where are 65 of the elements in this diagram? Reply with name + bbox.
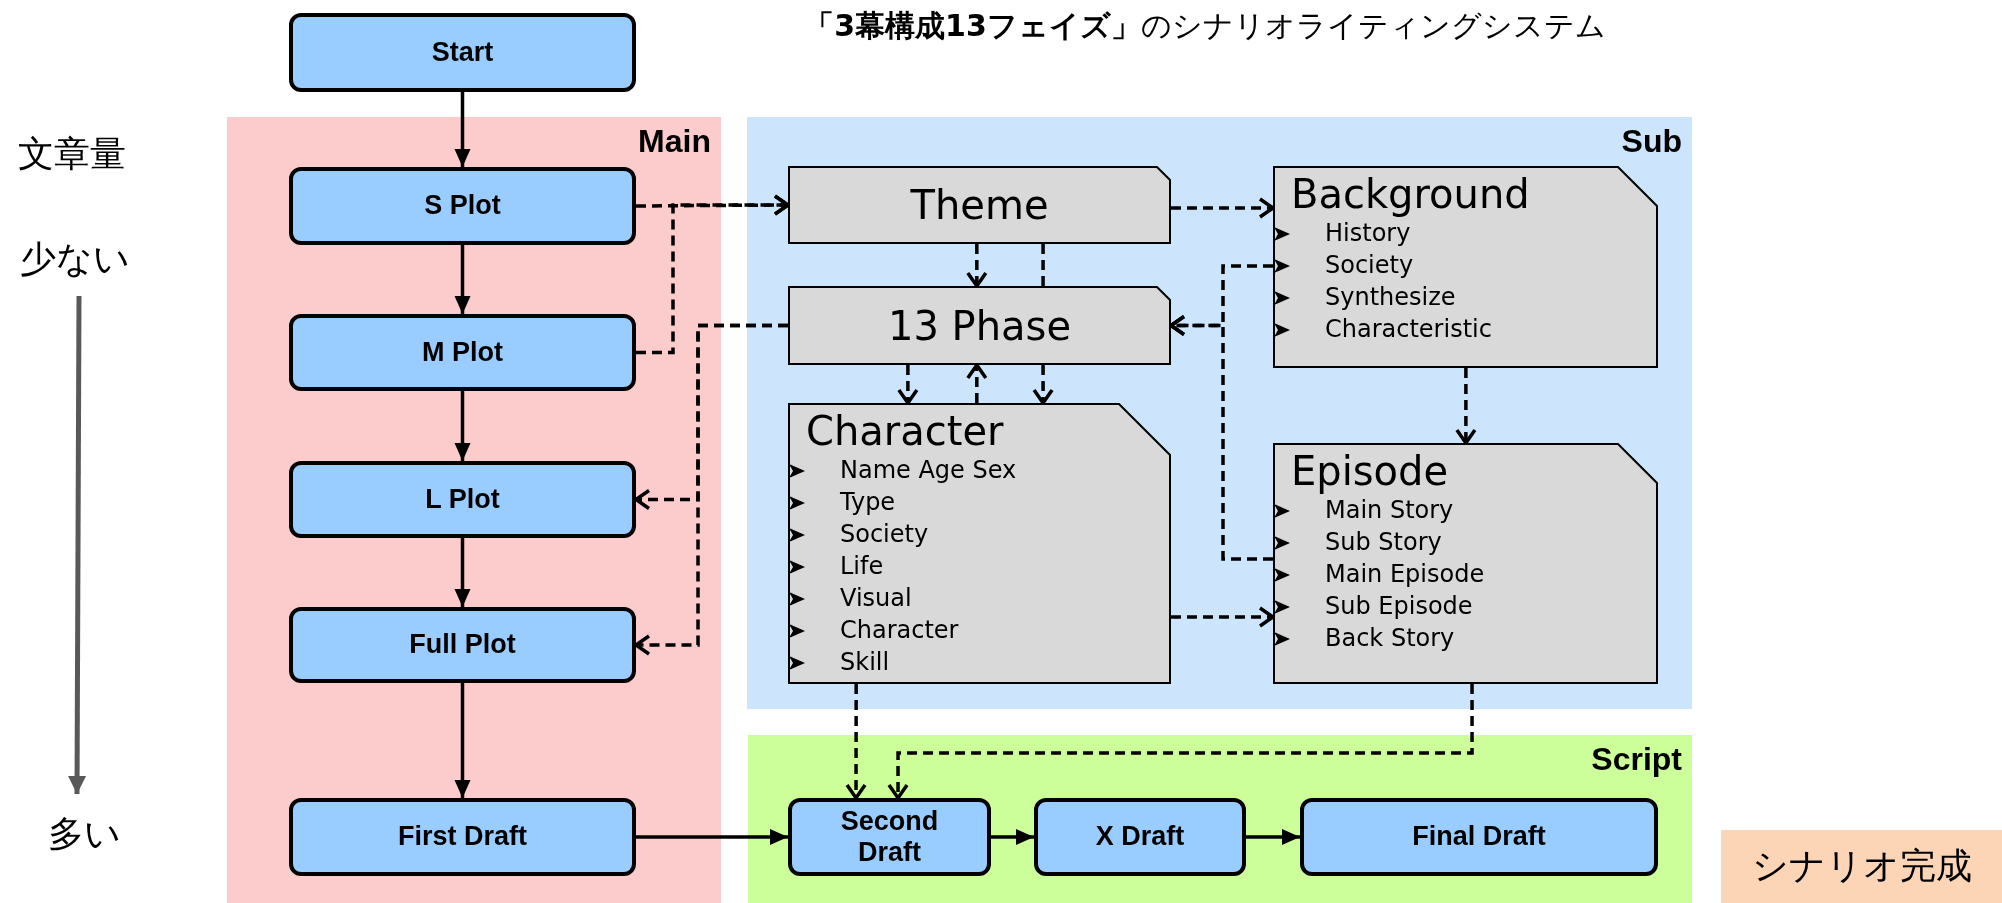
group-band [748,735,1692,903]
dashed-arrow [634,323,788,656]
process-box: Final Draft [1300,798,1658,876]
dashed-arrow [966,244,988,288]
list-item: Society [1325,250,1414,280]
card-title: Character [806,407,1004,455]
list-item: Back Story [1325,623,1455,653]
side-label: 少ない [20,237,130,281]
dashed-arrow [845,684,867,800]
dashed-arrow [1032,365,1054,405]
list-item: Main Episode [1325,559,1485,589]
dashed-arrow [966,363,988,403]
card-title: 13 Phase [887,301,1071,350]
card-title: Episode [1291,447,1449,495]
process-box: Second Draft [788,798,991,876]
band-label: Sub [1621,123,1682,160]
side-label: 文章量 [18,132,126,176]
dashed-arrow [1171,197,1275,219]
arrow [454,538,471,607]
arrow [454,683,471,798]
dashed-arrow [636,194,790,355]
note-card [1273,443,1658,684]
note-card [1273,166,1658,368]
arrow [454,245,471,314]
process-box: First Draft [289,798,636,876]
dashed-arrow [887,684,1474,800]
group-band [227,117,721,903]
process-box: Start [289,13,636,92]
arrow [991,829,1034,845]
card-title: Theme [910,181,1049,229]
note-card [788,286,1171,365]
arrow [1246,829,1300,845]
result-label: シナリオ完成 [1721,830,2002,903]
note-card [788,403,1171,684]
list-item: Type [840,487,896,517]
process-box: L Plot [289,461,636,538]
arrow [454,391,471,461]
dashed-arrow [1455,368,1477,445]
dashed-arrow [1171,606,1275,628]
list-item: Life [840,551,884,581]
arrow [454,92,471,167]
side-label: 多い [48,812,121,856]
list-item: Society [840,519,929,549]
list-item: Visual [840,583,912,613]
band-label: Script [1591,741,1682,778]
list-item: History [1325,218,1411,248]
group-band [747,117,1692,709]
list-item: Skill [840,647,890,677]
title: 「3幕構成13フェイズ」のシナリオライティングシステム [803,7,1607,45]
list-item: Sub Episode [1325,591,1473,621]
list-item: Sub Story [1325,527,1442,557]
band-label: Main [638,123,711,160]
list-item: Characteristic [1325,314,1492,344]
process-box: S Plot [289,167,636,245]
process-box: M Plot [289,314,636,391]
arrow [636,829,788,845]
list-item: Main Story [1325,495,1454,525]
note-card [788,166,1171,244]
list-item: Character [840,615,959,645]
process-box: Full Plot [289,607,636,683]
list-item: Name Age Sex [840,455,1017,485]
process-box: X Draft [1034,798,1246,876]
dashed-arrow [897,365,919,405]
list-item: Synthesize [1325,282,1456,312]
card-title: Background [1291,170,1530,218]
